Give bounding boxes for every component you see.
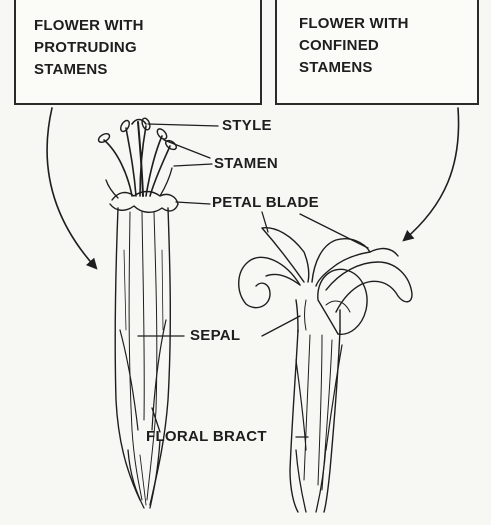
leader-stamen-2 xyxy=(174,164,212,166)
label-floral-bract: FLORAL BRACT xyxy=(146,428,267,445)
label-stamen: STAMEN xyxy=(214,155,278,172)
label-sepal: SEPAL xyxy=(190,327,240,344)
label-style: STYLE xyxy=(222,117,272,134)
arrow-right xyxy=(404,108,459,240)
leader-petal-left xyxy=(176,202,210,204)
flower-protruding xyxy=(97,117,178,508)
leader-style xyxy=(148,124,218,126)
flower-confined xyxy=(239,228,412,512)
leader-sepal-right xyxy=(262,316,300,336)
label-petal-blade: PETAL BLADE xyxy=(212,194,319,211)
leader-petal-right-2 xyxy=(300,214,368,248)
arrow-left xyxy=(47,108,96,268)
